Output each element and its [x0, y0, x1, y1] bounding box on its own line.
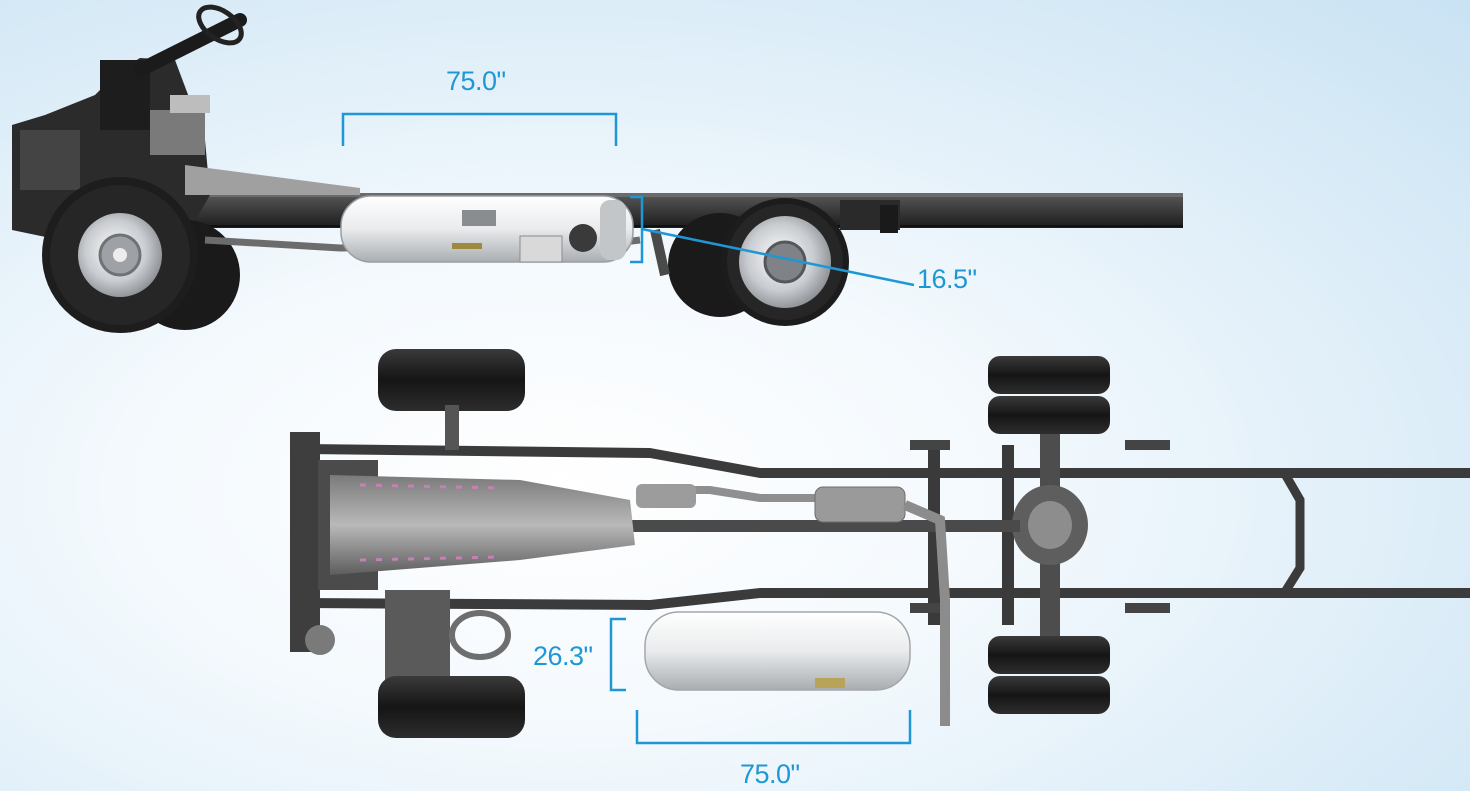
bottom-front-tire-top [378, 349, 525, 450]
side-tank-length-label: 75.0" [446, 66, 506, 96]
bottom-tank-width-label: 26.3" [533, 641, 593, 671]
bottom-fuel-tank [644, 611, 911, 691]
bottom-steering-area [305, 590, 511, 680]
bottom-tank-width-dimension [609, 617, 626, 692]
side-tank-height-label: 16.5" [917, 264, 977, 294]
bottom-rear-tires-top [988, 356, 1110, 434]
bottom-frame-rails [305, 440, 1470, 625]
bottom-view [290, 349, 1470, 738]
side-fuel-tank [340, 195, 634, 263]
side-front-engine [12, 4, 360, 240]
bottom-exhaust [636, 484, 950, 726]
bottom-rear-axle [1012, 430, 1088, 640]
side-view [12, 4, 1183, 333]
bottom-rear-tires-bottom [988, 636, 1110, 714]
side-suspension-parts [650, 200, 900, 277]
side-frame-rail [190, 193, 1183, 228]
side-front-wheel [42, 177, 240, 333]
bottom-tank-length-label: 75.0" [740, 759, 800, 789]
bottom-engine-transmission [290, 432, 635, 652]
bottom-front-tire-bottom [378, 676, 525, 738]
side-tank-length-dimension [341, 112, 618, 146]
side-rear-wheel [668, 198, 849, 326]
bottom-tank-length-dimension [635, 710, 912, 745]
side-tank-height-dimension [630, 195, 915, 287]
